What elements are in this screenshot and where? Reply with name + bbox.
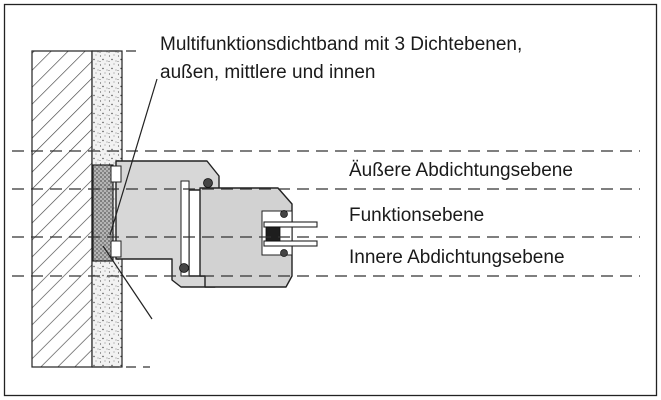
glazing-spacer [265, 226, 281, 242]
gasket-frame-bottom [179, 263, 189, 273]
callout-line-2: außen, mittlere und innen [160, 62, 375, 83]
frame-stop-lower [110, 240, 122, 258]
function-level-label-bg [344, 201, 524, 227]
gasket-sash-top [203, 178, 213, 188]
glazing-pane-outer [263, 221, 318, 228]
function-level-label: Funktionsebene [349, 205, 484, 226]
frame-chamber [180, 180, 190, 277]
callout-leader-upper [109, 78, 158, 236]
gasket-glazing-bottom [280, 249, 288, 257]
frame-stop-upper [110, 165, 122, 183]
outer-sealing-level-label: Äußere Abdichtungsebene [349, 160, 573, 181]
masonry-wall [31, 50, 93, 368]
callout-line-1: Multifunktionsdichtband mit 3 Dichtebene… [160, 34, 522, 55]
outer-level-label-bg [344, 155, 634, 181]
glazing-pane-inner [263, 240, 318, 247]
inner-level-label-bg [344, 243, 624, 269]
inner-sealing-level-label: Innere Abdichtungsebene [349, 247, 565, 268]
callout-leader-lower [102, 245, 153, 320]
gasket-glazing-top [280, 210, 288, 218]
